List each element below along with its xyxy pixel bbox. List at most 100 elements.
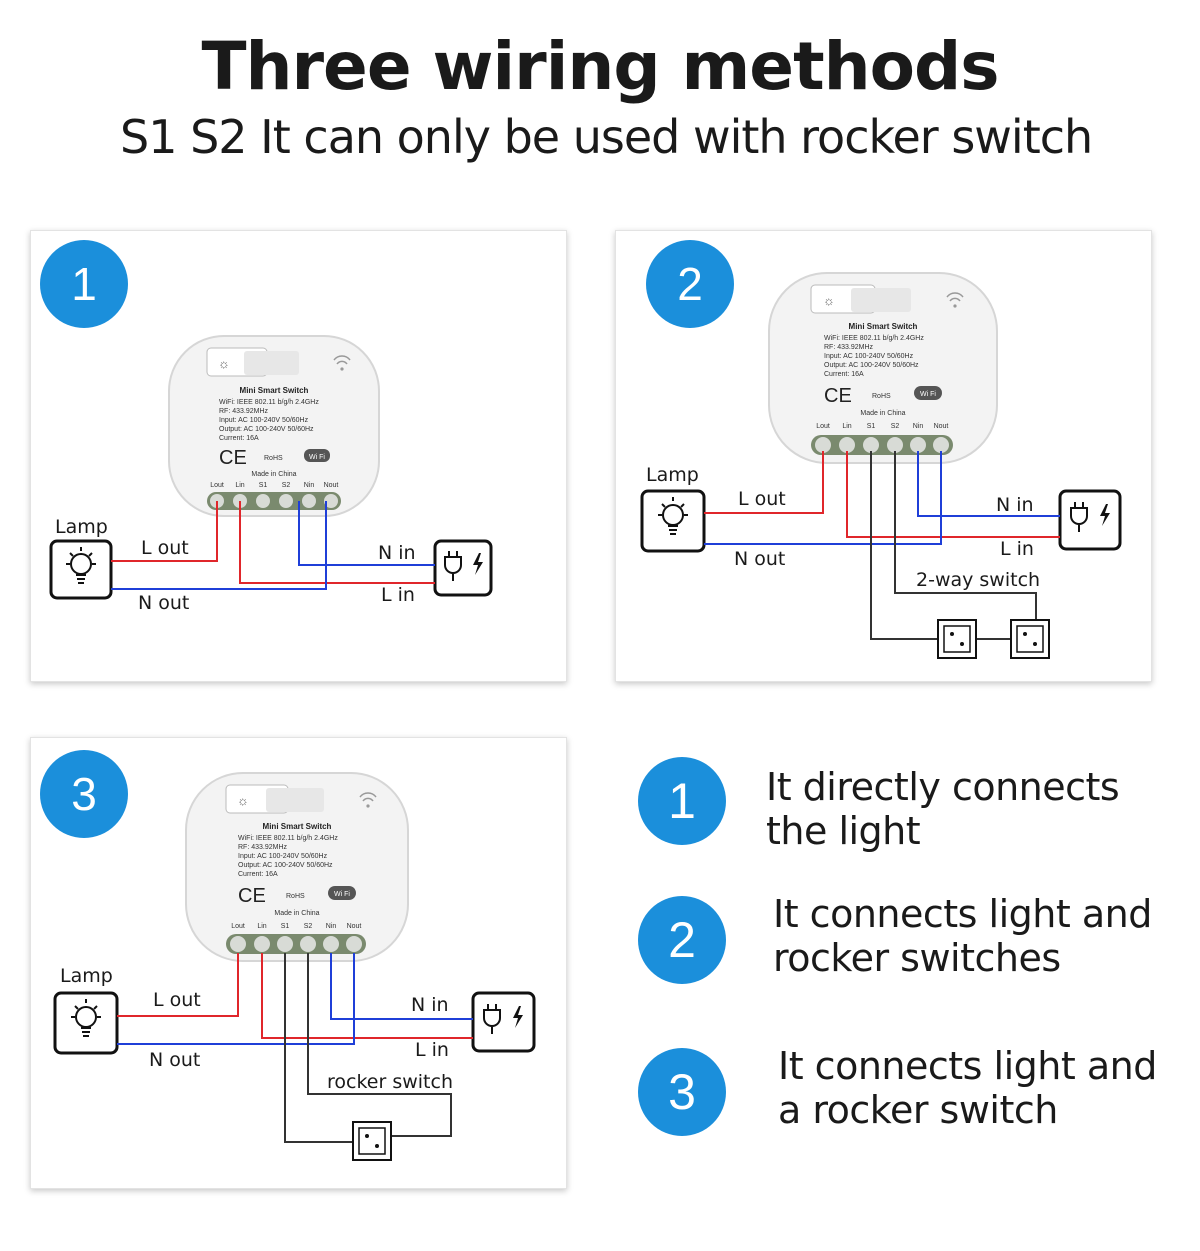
n-in-label: N in (996, 494, 1034, 516)
svg-text:Nin: Nin (304, 482, 315, 489)
svg-text:RF: 433.92MHz: RF: 433.92MHz (219, 408, 269, 415)
svg-text:Made in China: Made in China (274, 910, 319, 917)
svg-text:RF: 433.92MHz: RF: 433.92MHz (238, 844, 288, 851)
svg-text:☼: ☼ (237, 793, 249, 808)
device-graphic: ☼ Mini Smart Switch WiFi: IEEE 802.11 b/… (185, 772, 409, 962)
l-out-label: L out (153, 989, 201, 1011)
svg-text:RF: 433.92MHz: RF: 433.92MHz (824, 344, 874, 351)
sun-icon: ☼ (218, 356, 230, 371)
svg-text:RoHS: RoHS (286, 893, 305, 900)
svg-text:Current: 16A: Current: 16A (219, 435, 259, 442)
wiring-panel-2: 2 ☼ Mini Smart Switch WiFi: IEEE 802.11 … (615, 230, 1152, 682)
svg-text:Current: 16A: Current: 16A (238, 871, 278, 878)
bulb-icon (49, 539, 113, 600)
bulb-icon (53, 991, 119, 1055)
n-in-label: N in (411, 994, 449, 1016)
svg-text:Nout: Nout (934, 423, 949, 430)
number-badge (40, 750, 128, 838)
l-out-label: L out (141, 537, 189, 559)
panel-number: 2 (677, 258, 703, 310)
legend-number-badge: 1 (638, 757, 726, 845)
svg-text:CE: CE (219, 447, 247, 469)
svg-text:RoHS: RoHS (264, 455, 283, 462)
wiring-diagram-1: 1 ☼ Mini Smart Switch WiFi: IEEE 802.11 … (40, 240, 493, 614)
svg-text:Nout: Nout (324, 482, 339, 489)
svg-text:Current: 16A: Current: 16A (824, 371, 864, 378)
l-in-label: L in (1000, 538, 1034, 560)
svg-text:S1: S1 (867, 423, 876, 430)
legend-number-badge: 2 (638, 896, 726, 984)
n-in-label: N in (378, 542, 416, 564)
svg-text:S2: S2 (304, 923, 313, 930)
wifi-icon (946, 292, 964, 302)
wiring-panel-3: 3 ☼ Mini Smart Switch WiFi: IEEE 802.11 … (30, 737, 567, 1189)
page-title: Three wiring methods (201, 28, 1000, 105)
device-graphic: ☼ Mini Smart Switch WiFi: IEEE 802.11 b/… (768, 272, 998, 464)
wifi-icon (333, 355, 351, 365)
l-in-label: L in (381, 584, 415, 606)
svg-text:Input: AC 100-240V 50/60Hz: Input: AC 100-240V 50/60Hz (219, 417, 309, 424)
legend-text: It connects light and rocker switches (773, 892, 1152, 980)
bulb-icon (640, 489, 706, 553)
svg-text:Lin: Lin (257, 923, 266, 930)
number-badge (40, 240, 128, 328)
wiring-diagram-3: 3 ☼ Mini Smart Switch WiFi: IEEE 802.11 … (40, 750, 536, 1161)
svg-text:Output: AC 100-240V 50/60Hz: Output: AC 100-240V 50/60Hz (238, 862, 333, 869)
svg-text:WiFi: IEEE 802.11 b/g/h 2.4GH: WiFi: IEEE 802.11 b/g/h 2.4GHz (238, 835, 338, 842)
legend-number-badge: 3 (638, 1048, 726, 1136)
lamp-label: Lamp (646, 464, 699, 486)
plug-icon (471, 991, 536, 1053)
l-in-label: L in (415, 1039, 449, 1061)
wifi-icon (359, 792, 377, 802)
rocker-switch-icon (352, 1121, 392, 1161)
svg-text:Mini Smart Switch: Mini Smart Switch (263, 822, 332, 831)
svg-text:Made in China: Made in China (860, 410, 905, 417)
plug-icon (1058, 489, 1122, 551)
svg-text:Wi Fi: Wi Fi (920, 391, 936, 398)
switch-label: rocker switch (327, 1071, 453, 1093)
page-subtitle: S1 S2 It can only be used with rocker sw… (120, 110, 1093, 164)
svg-text:CE: CE (824, 385, 852, 407)
svg-text:Output: AC 100-240V 50/60Hz: Output: AC 100-240V 50/60Hz (219, 426, 314, 433)
svg-text:S1: S1 (259, 482, 268, 489)
n-out-label: N out (149, 1049, 200, 1071)
lamp-label: Lamp (60, 965, 113, 987)
svg-text:Output: AC 100-240V 50/60Hz: Output: AC 100-240V 50/60Hz (824, 362, 919, 369)
legend-text: It connects light and a rocker switch (778, 1044, 1157, 1132)
svg-text:Lin: Lin (842, 423, 851, 430)
svg-text:S2: S2 (891, 423, 900, 430)
device-name: Mini Smart Switch (240, 386, 309, 395)
rocker-switch-icon (937, 619, 977, 659)
svg-text:RoHS: RoHS (872, 393, 891, 400)
svg-text:Lout: Lout (816, 423, 830, 430)
svg-text:WiFi: IEEE 802.11 b/g/h 2.4GH: WiFi: IEEE 802.11 b/g/h 2.4GHz (219, 399, 319, 406)
n-out-label: N out (138, 592, 189, 614)
svg-text:Lout: Lout (231, 923, 245, 930)
svg-text:Nin: Nin (913, 423, 924, 430)
svg-text:S2: S2 (282, 482, 291, 489)
device-graphic: ☼ Mini Smart Switch WiFi: IEEE 802.11 b/… (168, 335, 380, 517)
svg-text:☼: ☼ (823, 293, 835, 308)
svg-text:Nout: Nout (347, 923, 362, 930)
wiring-panel-1: 1 ☼ Mini Smart Switch WiFi: IEEE 802.11 … (30, 230, 567, 682)
svg-text:Input: AC 100-240V 50/60Hz: Input: AC 100-240V 50/60Hz (238, 853, 328, 860)
svg-text:WiFi: IEEE 802.11 b/g/h 2.4GH: WiFi: IEEE 802.11 b/g/h 2.4GHz (824, 335, 924, 342)
svg-text:Nin: Nin (326, 923, 337, 930)
l-out-label: L out (738, 488, 786, 510)
svg-text:Lout: Lout (210, 482, 224, 489)
svg-text:Mini Smart Switch: Mini Smart Switch (849, 322, 918, 331)
switch-label: 2-way switch (916, 569, 1040, 591)
rocker-switch-icon (1010, 619, 1050, 659)
wiring-diagram-2: 2 ☼ Mini Smart Switch WiFi: IEEE 802.11 … (640, 240, 1122, 659)
svg-text:Input: AC 100-240V 50/60Hz: Input: AC 100-240V 50/60Hz (824, 353, 914, 360)
svg-text:S1: S1 (281, 923, 290, 930)
svg-text:Wi Fi: Wi Fi (309, 454, 325, 461)
legend-text: It directly connects the light (766, 765, 1120, 853)
plug-icon (433, 539, 493, 597)
lamp-label: Lamp (55, 516, 108, 538)
number-badge (646, 240, 734, 328)
n-out-label: N out (734, 548, 785, 570)
panel-number: 3 (71, 768, 97, 820)
svg-text:Made in China: Made in China (251, 471, 296, 478)
svg-text:Lin: Lin (235, 482, 244, 489)
